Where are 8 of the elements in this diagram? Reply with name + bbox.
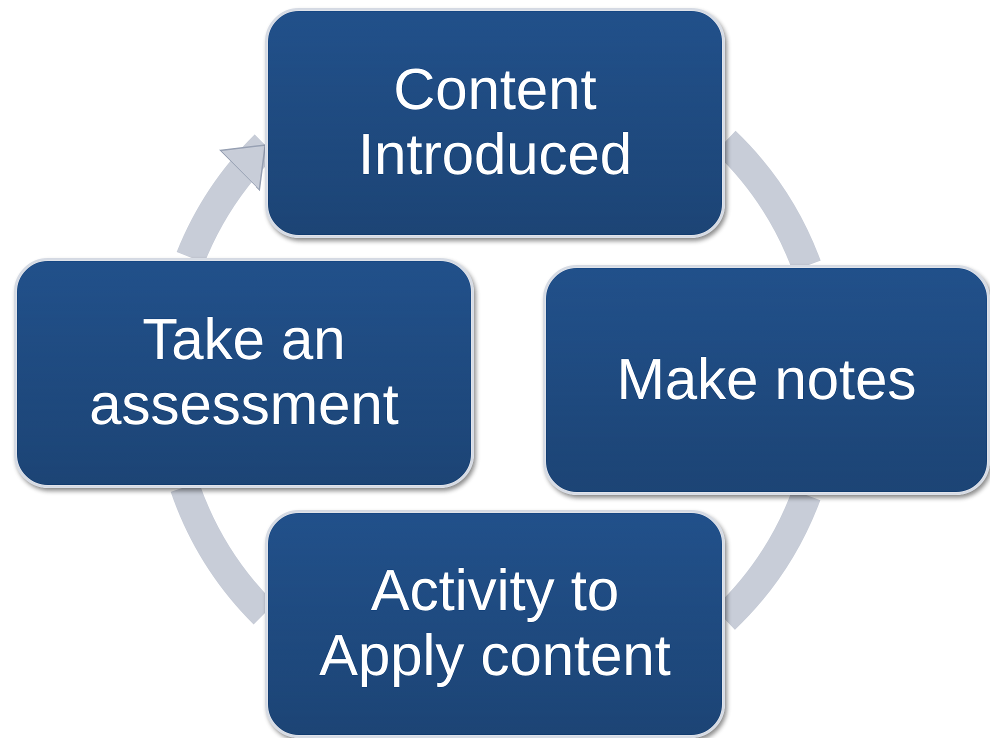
step-label: Content Introduced — [356, 58, 634, 188]
process-box — [265, 8, 725, 238]
step-label: Take an assessment — [88, 308, 400, 438]
step-label: Make notes — [616, 348, 916, 412]
process-box — [14, 258, 474, 488]
step-label: Activity to Apply content — [318, 559, 672, 689]
process-box — [543, 265, 990, 495]
process-box — [265, 510, 725, 738]
